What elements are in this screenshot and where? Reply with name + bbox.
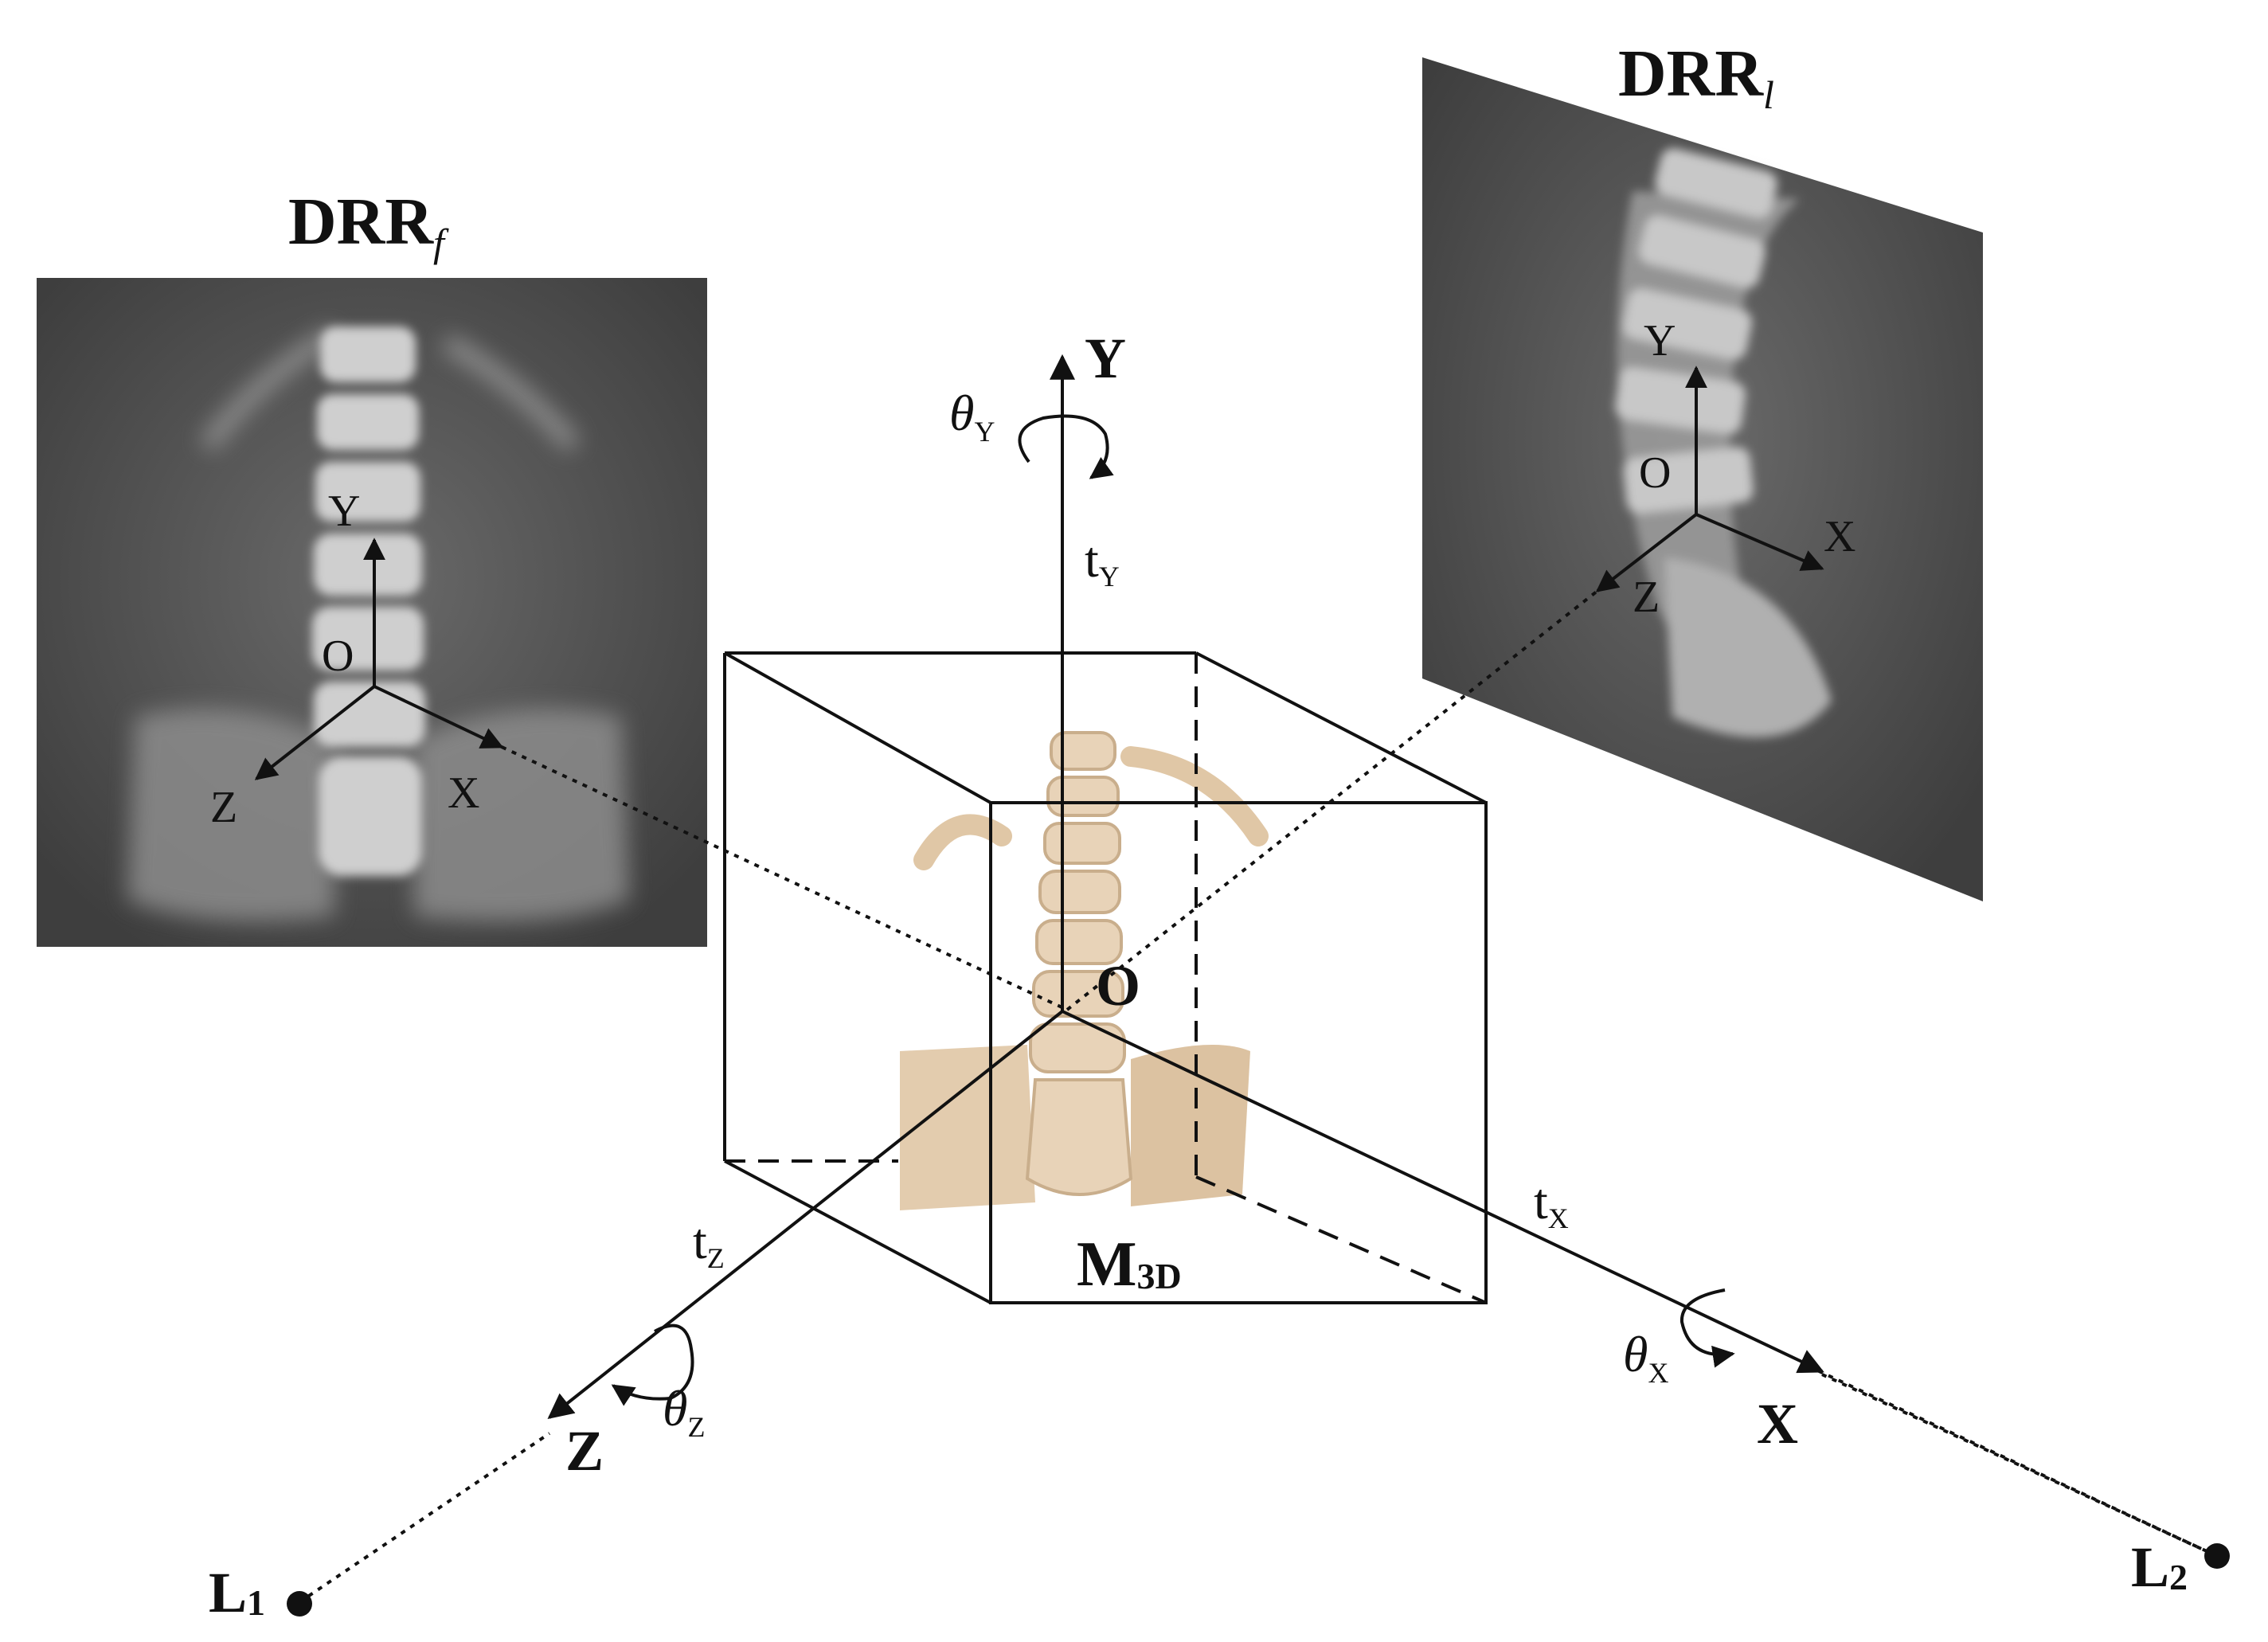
source-1-dot — [287, 1591, 312, 1617]
t-x-label: tX — [1534, 1173, 1569, 1234]
theta-z-label: θZ — [663, 1380, 705, 1443]
theta-x-label: θX — [1623, 1326, 1668, 1389]
axis-x-line — [1062, 1010, 1824, 1374]
drr-lateral-panel: Y O X Z — [1422, 57, 1983, 901]
t-z-label: tZ — [693, 1213, 725, 1274]
theta-y-label: θY — [949, 385, 995, 448]
rotate-x-icon — [1679, 1288, 1735, 1368]
lateral-spine-shadow — [1615, 148, 1832, 737]
frontal-axis-o-label: O — [322, 631, 354, 681]
frontal-axis-y-label: Y — [328, 487, 360, 536]
t-y-label: tY — [1085, 531, 1120, 592]
frontal-axis-x-label: X — [448, 768, 479, 818]
axis-z-line — [547, 1010, 1064, 1419]
volume-label: M3D — [1077, 1230, 1182, 1300]
source-2-label: L2 — [2131, 1535, 2188, 1599]
drr-frontal-panel: Y O X Z — [37, 278, 707, 947]
axis-y-label: Y — [1085, 326, 1126, 390]
rotate-y-icon — [1018, 414, 1114, 479]
frontal-axis-z-label: Z — [210, 783, 237, 832]
lateral-axis-y-label: Y — [1644, 316, 1676, 366]
projection-rays — [298, 589, 2218, 1604]
drr-lateral-title: DRRl — [1618, 37, 1774, 117]
spine-3d-render — [900, 731, 1269, 1210]
source-2-dot — [2204, 1543, 2230, 1569]
axis-z-label: Z — [565, 1419, 604, 1483]
drr-frontal-title: DRRf — [288, 185, 449, 265]
axis-x-label: X — [1757, 1392, 1798, 1456]
lateral-local-axes — [1595, 366, 1824, 592]
frontal-spine-shadow — [127, 326, 629, 921]
rotate-z-icon — [611, 1323, 694, 1406]
rotation-arrows — [611, 414, 1735, 1406]
xray-sources — [287, 1543, 2230, 1617]
world-axes — [547, 354, 1824, 1419]
lateral-axis-o-label: O — [1639, 448, 1671, 498]
source-1-label: L1 — [209, 1561, 265, 1624]
volume-box — [723, 651, 1488, 1304]
lateral-axis-x-label: X — [1824, 512, 1855, 561]
frontal-local-axes — [254, 538, 504, 780]
origin-label: O — [1096, 954, 1140, 1018]
lateral-axis-z-label: Z — [1633, 573, 1660, 622]
